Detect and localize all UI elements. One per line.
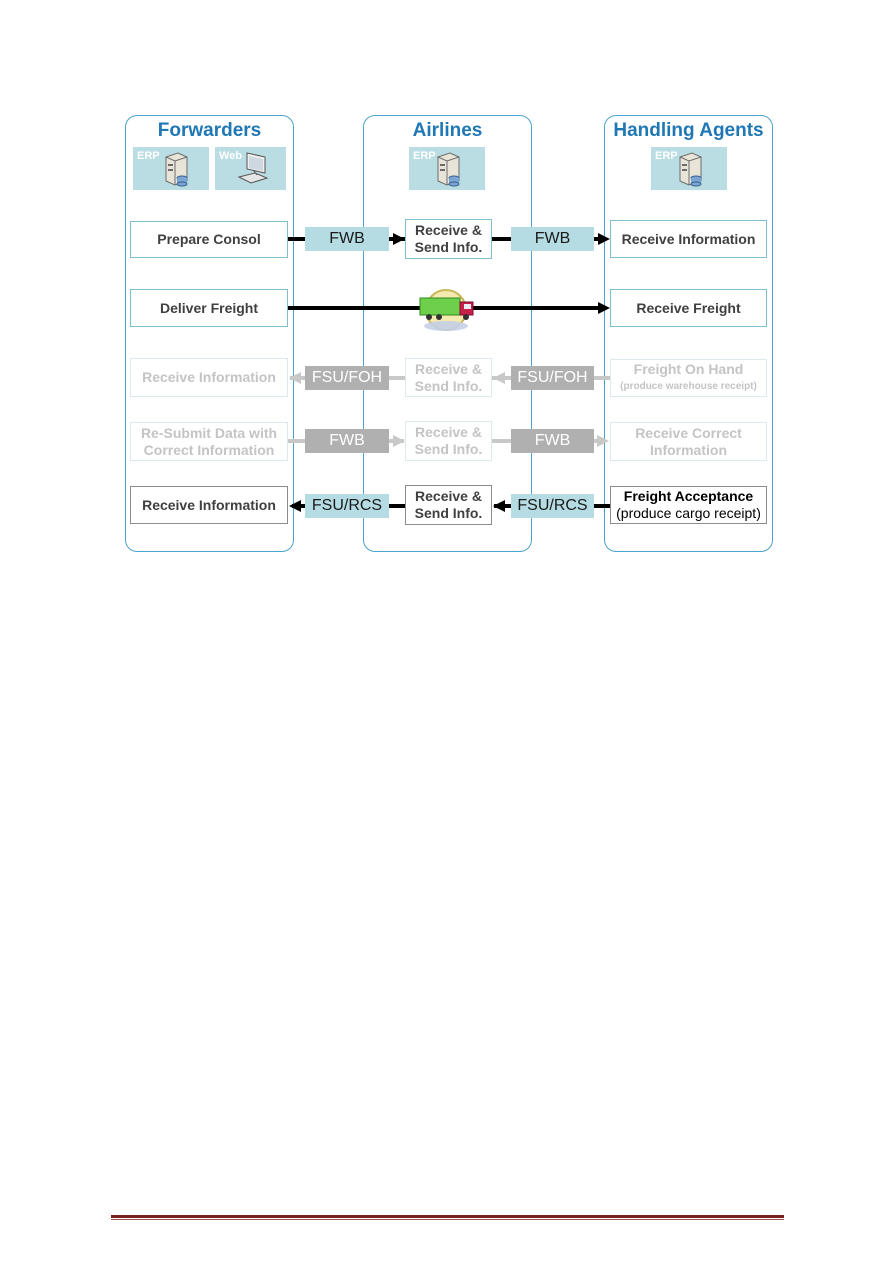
arrow-left-icon xyxy=(493,372,505,384)
erp-label: ERP xyxy=(655,150,678,162)
airline-step-line2: Send Info. xyxy=(414,441,483,457)
lane-title-handling-agents: Handling Agents xyxy=(613,120,764,141)
erp-label: ERP xyxy=(137,150,160,162)
message-fwb: FWB xyxy=(511,227,594,251)
arrow-left-icon xyxy=(289,500,301,512)
handler-step-receive-information: Receive Information xyxy=(610,220,767,258)
message-fsu-rcs: FSU/RCS xyxy=(305,494,389,518)
footer-rule xyxy=(111,1215,784,1218)
arrow-right-icon xyxy=(598,233,610,245)
truck-icon xyxy=(419,289,474,331)
forwarder-step-prepare-consol: Prepare Consol xyxy=(130,221,288,258)
handler-step-freight-on-hand: Freight On Hand (produce warehouse receip… xyxy=(610,359,767,397)
footer-rule-thin xyxy=(111,1219,784,1220)
forwarder-step-line1: Re-Submit Data with xyxy=(140,424,278,441)
forwarder-step-deliver-freight: Deliver Freight xyxy=(130,289,288,327)
erp-tile-forwarders: ERP xyxy=(133,147,209,190)
arrow-right-icon xyxy=(393,233,405,245)
computer-icon xyxy=(237,152,269,184)
message-fwb: FWB xyxy=(305,429,389,453)
handler-step-title: Freight Acceptance xyxy=(623,488,754,504)
arrow-right-icon xyxy=(597,435,609,447)
airline-step-line2: Send Info. xyxy=(414,377,483,394)
lane-title-forwarders: Forwarders xyxy=(157,120,262,141)
server-icon xyxy=(437,152,460,187)
message-fsu-foh: FSU/FOH xyxy=(511,366,594,390)
airline-step-receive-send: Receive &Send Info. xyxy=(405,219,492,259)
web-label: Web xyxy=(219,150,243,162)
erp-tile-handling-agents: ERP xyxy=(651,147,727,190)
airline-step-line1: Receive & xyxy=(415,360,482,377)
handler-step-freight-acceptance: Freight Acceptance(produce cargo receipt… xyxy=(610,486,767,524)
erp-tile-airlines: ERP xyxy=(409,147,485,190)
airline-step-receive-send: Receive &Send Info. xyxy=(405,421,492,461)
handler-step-subtitle: (produce cargo receipt) xyxy=(616,505,761,521)
airline-step-line1: Receive & xyxy=(415,488,482,504)
arrow-left-icon xyxy=(289,372,301,384)
web-tile-forwarders: Web xyxy=(215,147,286,190)
arrow-right-icon xyxy=(598,302,610,314)
handler-step-line1: Receive Correct xyxy=(635,424,742,441)
message-fwb: FWB xyxy=(511,429,594,453)
arrow-right-icon xyxy=(393,435,405,447)
lane-forwarders xyxy=(125,115,294,552)
handler-step-subtitle: (produce warehouse receipt) xyxy=(620,381,757,392)
handler-step-receive-freight: Receive Freight xyxy=(610,289,767,327)
message-fwb: FWB xyxy=(305,227,389,251)
server-icon xyxy=(679,152,702,187)
forwarder-step-receive-information: Receive Information xyxy=(130,486,288,524)
airline-step-line1: Receive & xyxy=(415,222,482,238)
message-fsu-foh: FSU/FOH xyxy=(305,366,389,390)
server-icon xyxy=(165,152,188,187)
airline-step-line1: Receive & xyxy=(415,424,482,440)
airline-step-line2: Send Info. xyxy=(414,239,483,255)
lane-title-airlines: Airlines xyxy=(412,120,483,141)
forwarder-step-line2: Correct Information xyxy=(143,441,275,458)
message-fsu-rcs: FSU/RCS xyxy=(511,494,594,518)
arrow-left-icon xyxy=(493,500,505,512)
airline-step-receive-send: Receive &Send Info. xyxy=(405,485,492,525)
handler-step-title: Freight On Hand xyxy=(633,361,744,377)
forwarder-step-receive-information: Receive Information xyxy=(130,358,288,397)
erp-label: ERP xyxy=(413,150,436,162)
lane-airlines xyxy=(363,115,532,552)
airline-step-line2: Send Info. xyxy=(414,505,483,521)
handler-step-line2: Information xyxy=(650,441,727,458)
airline-step-receive-send: Receive &Send Info. xyxy=(405,358,492,397)
lane-handling-agents xyxy=(604,115,773,552)
